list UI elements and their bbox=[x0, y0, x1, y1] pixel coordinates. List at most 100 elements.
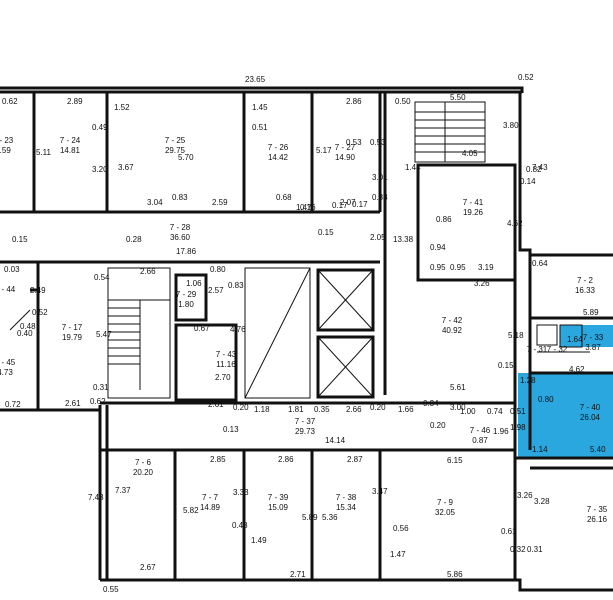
dimension-label: 4.05 bbox=[462, 149, 478, 158]
dimension-label: 3.19 bbox=[478, 263, 494, 272]
room-7-28-area: 36.60 bbox=[170, 233, 191, 242]
dimension-label: 5.18 bbox=[508, 331, 524, 340]
dimension-label: 1.06 bbox=[186, 279, 202, 288]
room-7-31-id: 7 - 31 bbox=[527, 345, 548, 354]
room-7-27-id: 7 - 27 bbox=[335, 143, 356, 152]
dimension-label: 0.68 bbox=[276, 193, 292, 202]
room-7-32-id: 7 - 32 bbox=[547, 345, 568, 354]
dimension-label: 2.67 bbox=[140, 563, 156, 572]
room-7-37-area: 29.73 bbox=[295, 427, 316, 436]
dimension-label: 1.45 bbox=[252, 103, 268, 112]
dimension-label: 3.01 bbox=[372, 173, 388, 182]
dimension-label: 3.33 bbox=[233, 488, 249, 497]
dimension-label: 0.54 bbox=[94, 273, 110, 282]
dimension-label: 3.00 bbox=[450, 403, 466, 412]
bottom-room-walls bbox=[9, 288, 382, 580]
dimension-label: 0.49 bbox=[92, 123, 108, 132]
dimension-label: 0.53 bbox=[370, 138, 386, 147]
dimension-label: 0.80 bbox=[210, 265, 226, 274]
exterior-walls bbox=[0, 86, 613, 592]
dimension-label: 7.37 bbox=[115, 486, 131, 495]
dimension-label: 2.66 bbox=[346, 405, 362, 414]
dimension-label: 5.47 bbox=[96, 330, 112, 339]
room-7-25-area: 29.75 bbox=[165, 146, 186, 155]
dimension-label: 0.62 bbox=[90, 397, 106, 406]
dimension-label: 0.31 bbox=[527, 545, 543, 554]
room-7-6-area: 20.20 bbox=[133, 468, 154, 477]
dimension-label: 0.15 bbox=[12, 235, 28, 244]
room-7-29-area: 1.80 bbox=[178, 300, 194, 309]
dimension-label: 1.64 bbox=[567, 335, 583, 344]
dimension-label: 2.87 bbox=[347, 455, 363, 464]
dimension-label: 0.74 bbox=[487, 407, 503, 416]
dimension-label: 0.48 bbox=[232, 521, 248, 530]
dimension-label: 0.40 bbox=[17, 329, 33, 338]
dimension-label: 0.17 bbox=[332, 201, 348, 210]
room-7-35-id: 7 - 35 bbox=[587, 505, 608, 514]
room-7-17-area: 19.79 bbox=[62, 333, 83, 342]
room-7-44-id: 7 - 44 bbox=[0, 285, 16, 294]
dimension-label: 0.64 bbox=[532, 259, 548, 268]
dimension-label: 1.49 bbox=[251, 536, 267, 545]
dimension-label: 4.76 bbox=[230, 325, 246, 334]
dimension-label: 0.61 bbox=[501, 527, 517, 536]
dimension-label: 0.32 bbox=[510, 545, 526, 554]
room-7-7-id: 7 - 7 bbox=[202, 493, 219, 502]
dimension-label: 5.11 bbox=[36, 148, 52, 157]
dimension-label: 1.44 bbox=[405, 163, 421, 172]
dimension-label: 0.15 bbox=[498, 361, 514, 370]
room-7-28-id: 7 - 28 bbox=[170, 223, 191, 232]
room-7-39-id: 7 - 39 bbox=[268, 493, 289, 502]
dimension-label: 0.86 bbox=[436, 215, 452, 224]
room-7-26-id: 7 - 26 bbox=[268, 143, 289, 152]
room-7-23-id: 7 - 23 bbox=[0, 136, 14, 145]
dimension-label: 1.14 bbox=[532, 445, 548, 454]
room-7-40-id: 7 - 40 bbox=[580, 403, 601, 412]
dimension-label: 13.38 bbox=[393, 235, 414, 244]
dimension-label: 1.66 bbox=[398, 405, 414, 414]
dimension-label: 0.95 bbox=[450, 263, 466, 272]
dimension-label: 0.82 bbox=[526, 165, 542, 174]
dimension-label: 0.16 bbox=[300, 203, 316, 212]
room-7-9-area: 32.05 bbox=[435, 508, 456, 517]
dimension-label: 0.52 bbox=[518, 73, 534, 82]
dimension-label: 0.72 bbox=[5, 400, 21, 409]
middle-walls bbox=[0, 262, 515, 452]
dimension-label: 14.14 bbox=[325, 436, 346, 445]
dimension-label: 23.65 bbox=[245, 75, 266, 84]
dimension-label: 0.51 bbox=[510, 407, 526, 416]
dimension-label: 5.70 bbox=[178, 153, 194, 162]
room-7-38-id: 7 - 38 bbox=[336, 493, 357, 502]
dimension-label: 0.20 bbox=[233, 403, 249, 412]
room-7-42-area: 40.92 bbox=[442, 326, 463, 335]
dimension-label: 5.17 bbox=[316, 146, 332, 155]
dimension-label: 1.96 bbox=[493, 427, 509, 436]
room-7-23-area: 5.59 bbox=[0, 146, 11, 155]
dimension-label: 0.50 bbox=[395, 97, 411, 106]
dimension-label: 2.86 bbox=[346, 97, 362, 106]
dimension-label: 2.89 bbox=[67, 97, 83, 106]
dimension-label: 3.47 bbox=[372, 487, 388, 496]
dimension-label: 0.51 bbox=[252, 123, 268, 132]
dimension-label: 2.59 bbox=[212, 198, 228, 207]
dimension-label: 0.62 bbox=[2, 97, 18, 106]
dimension-label: 3.28 bbox=[534, 497, 550, 506]
staircase-top bbox=[414, 101, 486, 163]
dimension-label: 2.49 bbox=[30, 286, 46, 295]
room-7-24-area: 14.81 bbox=[60, 146, 81, 155]
room-7-33-area: 3.87 bbox=[585, 343, 601, 352]
dimension-label: 0.67 bbox=[194, 324, 210, 333]
dimension-label: 2.71 bbox=[290, 570, 306, 579]
dimension-label: 0.20 bbox=[430, 421, 446, 430]
room-7-9-id: 7 - 9 bbox=[437, 498, 454, 507]
dimension-label: 0.55 bbox=[103, 585, 119, 594]
room-7-42-id: 7 - 42 bbox=[442, 316, 463, 325]
dimension-label: 0.35 bbox=[314, 405, 330, 414]
room-7-45-area: 4.73 bbox=[0, 368, 13, 377]
dimension-label: 3.67 bbox=[118, 163, 134, 172]
dimension-label: 4.62 bbox=[569, 365, 585, 374]
dimension-label: 0.28 bbox=[126, 235, 142, 244]
room-7-25-id: 7 - 25 bbox=[165, 136, 186, 145]
